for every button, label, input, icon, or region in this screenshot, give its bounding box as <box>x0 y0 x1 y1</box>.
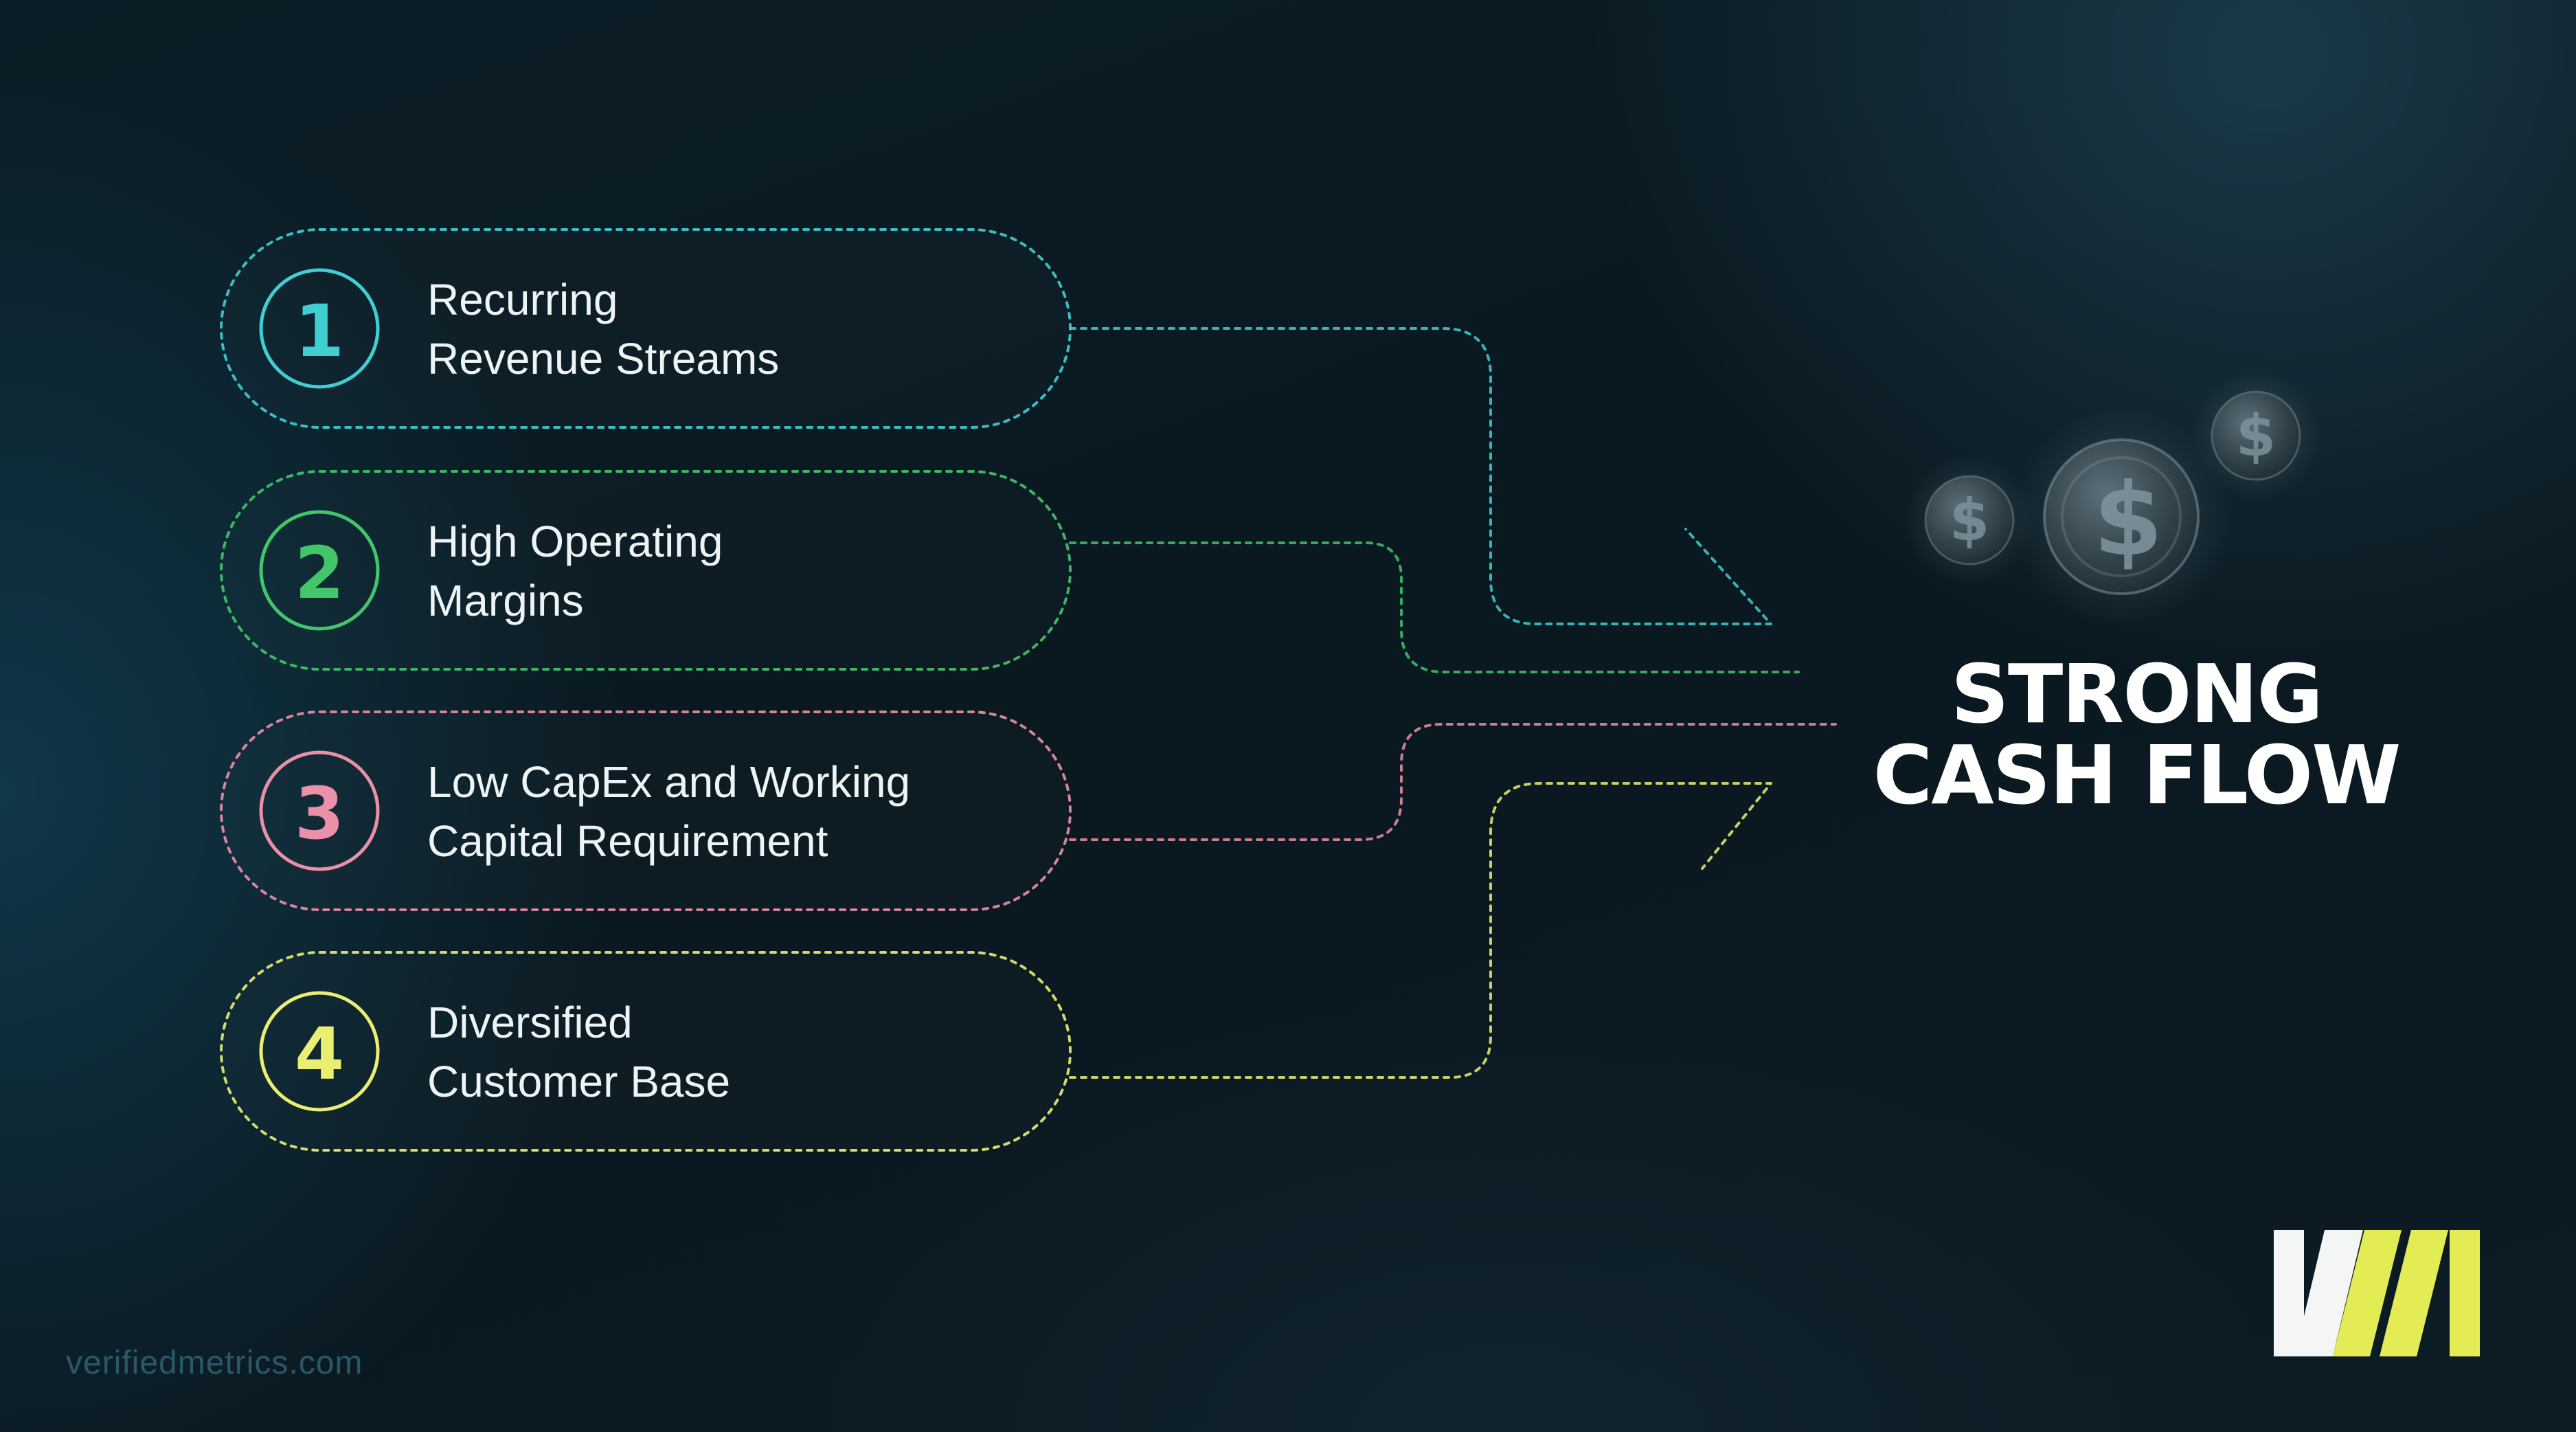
coin-symbol: $ <box>2093 462 2163 579</box>
number-badge <box>259 268 380 389</box>
connector-line-3 <box>1069 723 1837 841</box>
dollar-coin-icon: $ <box>2191 370 2321 501</box>
number-label: 3 <box>295 772 344 855</box>
card-text-line-2: Revenue Streams <box>427 334 779 383</box>
card-border <box>220 228 1072 429</box>
number-label: 4 <box>295 1012 344 1096</box>
logo-v-right <box>2294 1230 2363 1356</box>
coin-symbol: $ <box>2236 402 2276 469</box>
card-text-line-1: Recurring <box>427 275 618 324</box>
number-badge <box>259 991 380 1112</box>
website-link[interactable]: verifiedmetrics.com <box>66 1345 363 1381</box>
logo-m-right <box>2450 1230 2480 1356</box>
connector-line-1 <box>1069 327 1772 625</box>
vm-logo: VM <box>2274 1230 2480 1356</box>
card-text-line-1: Low CapEx and Working <box>427 757 910 807</box>
number-badge <box>259 750 380 871</box>
card-text-line-1: High Operating <box>427 517 723 566</box>
card-text-line-2: Customer Base <box>427 1057 730 1106</box>
logo-m-left <box>2333 1230 2402 1356</box>
number-label: 2 <box>295 531 344 615</box>
card-border <box>220 470 1072 671</box>
card-border <box>220 951 1072 1152</box>
card-text-line-2: Capital Requirement <box>427 816 828 866</box>
number-badge <box>259 510 380 631</box>
outcome-title-line-1: STRONG <box>1950 647 2323 741</box>
connector-line-4 <box>1069 782 1772 1079</box>
outcome-title-line-2: CASH FLOW <box>1873 728 2402 823</box>
dollar-coin-icon: $ <box>2011 407 2231 627</box>
card-text-line-2: Margins <box>427 576 584 625</box>
coin-symbol: $ <box>1950 486 1989 554</box>
card-text-line-1: Diversified <box>427 998 633 1047</box>
card-border <box>220 711 1072 911</box>
dollar-coin-icon: $ <box>1904 455 2035 585</box>
number-label: 1 <box>295 289 344 373</box>
logo-v-left <box>2274 1230 2304 1356</box>
connector-line-2 <box>1069 541 1800 673</box>
logo-m-mid <box>2380 1230 2448 1356</box>
connectors <box>1069 327 1837 1079</box>
coins-illustration: $ $ $ <box>1904 370 2321 627</box>
